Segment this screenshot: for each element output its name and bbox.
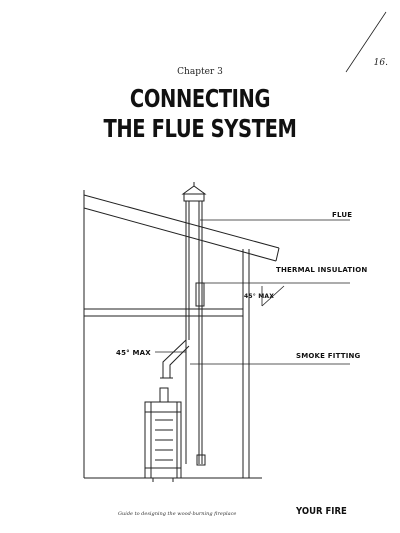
footer-brand: YOUR FIRE xyxy=(296,506,347,517)
flue-system-diagram xyxy=(83,182,350,482)
chimney-cap xyxy=(181,185,207,195)
roof-upper xyxy=(83,194,280,249)
footer-tagline: Guide to designing the wood-burning fire… xyxy=(118,511,237,517)
label-thermal-insulation: THERMAL INSULATION xyxy=(276,266,368,274)
label-flue: FLUE xyxy=(332,211,353,219)
label-angle-right: 45° MAX xyxy=(244,293,275,300)
page-number: 16. xyxy=(373,58,388,68)
page-title-line-1: CONNECTING xyxy=(129,84,271,113)
corner-decoration xyxy=(345,11,387,73)
label-smoke-fitting: SMOKE FITTING xyxy=(296,352,361,360)
page-title-line-2: THE FLUE SYSTEM xyxy=(103,114,297,143)
label-angle-left: 45° MAX xyxy=(116,349,151,357)
chapter-label: Chapter 3 xyxy=(177,67,223,77)
smoke-fitting xyxy=(162,339,187,378)
roof-lower xyxy=(83,207,277,262)
